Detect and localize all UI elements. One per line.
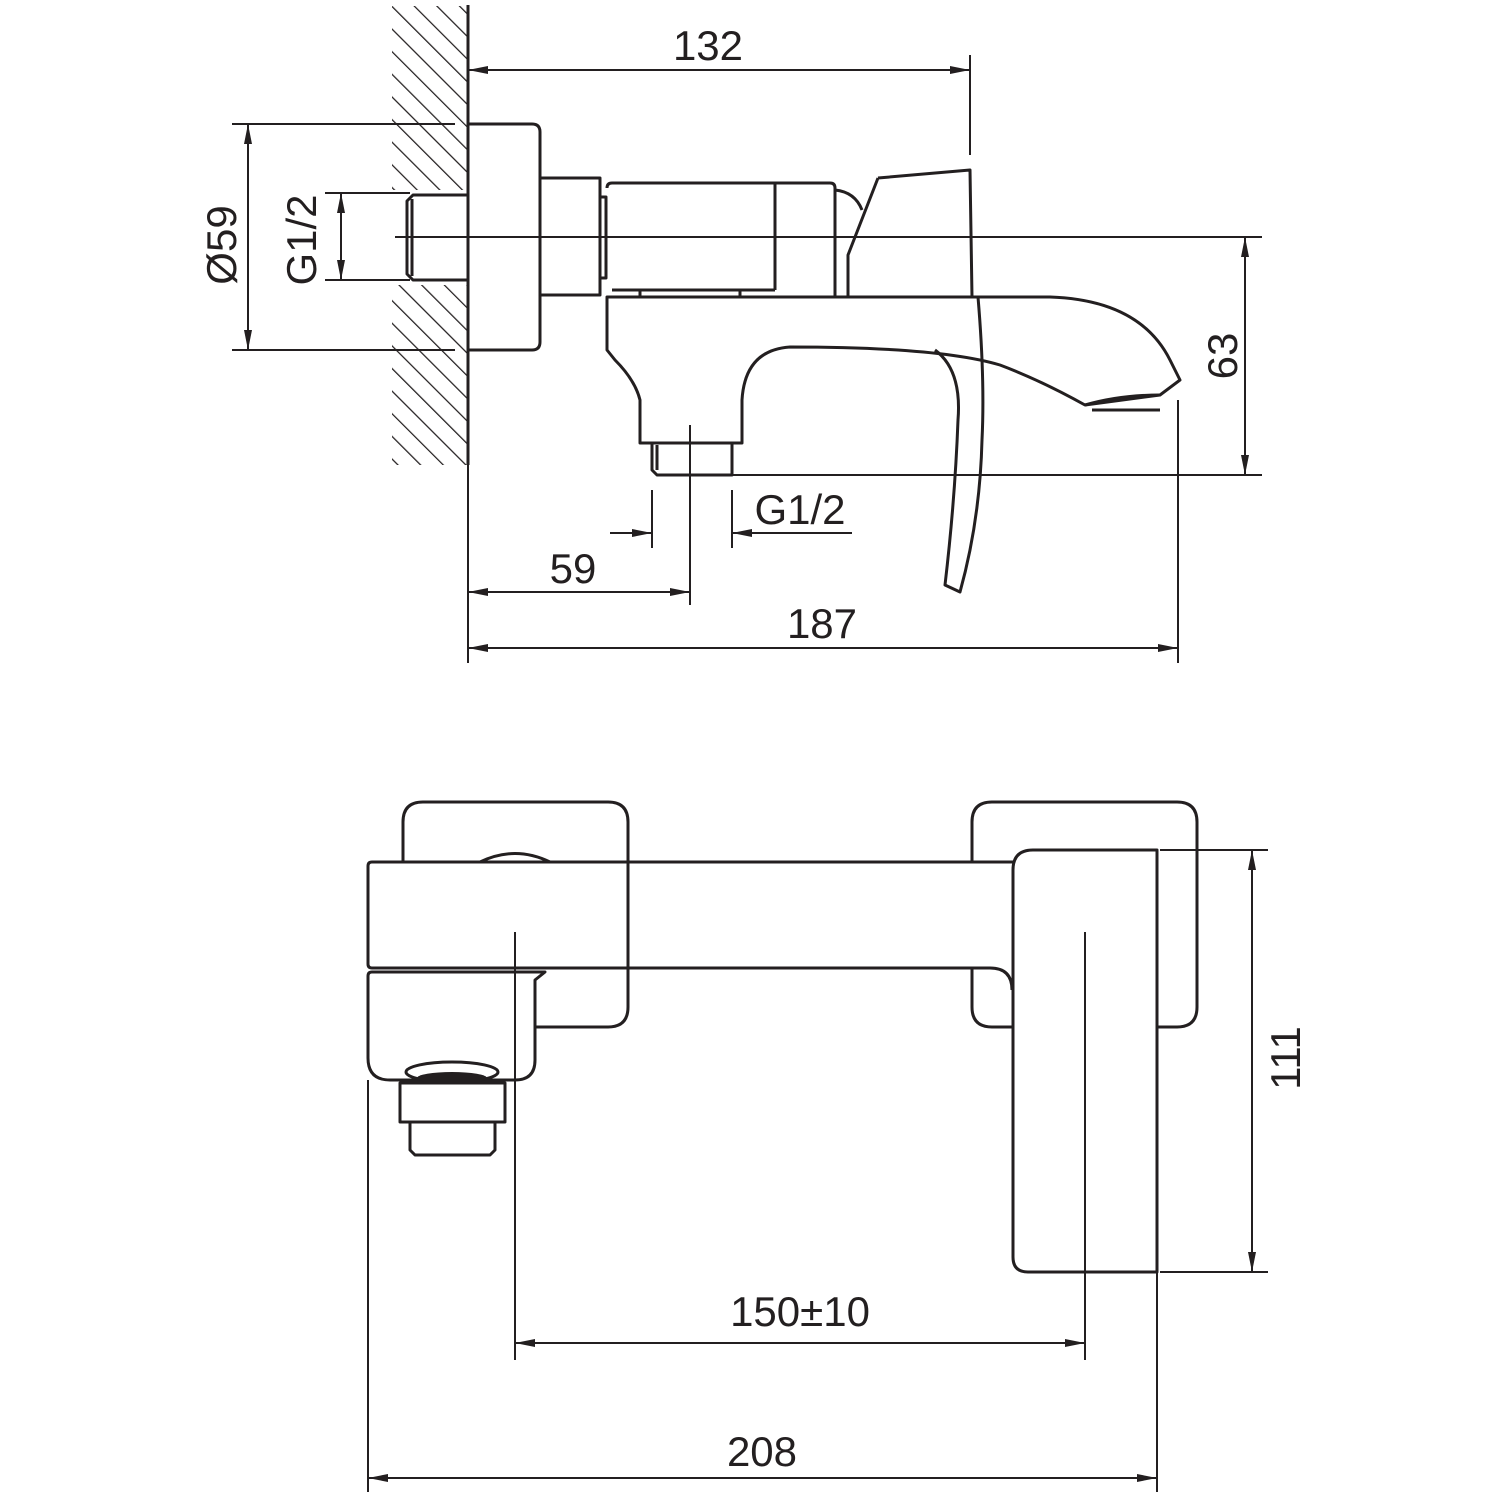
aerator-side: [1084, 393, 1161, 412]
top-view: 150±10 208 111: [366, 800, 1309, 1492]
dim-label-150: 150±10: [730, 1288, 870, 1335]
dim-label-inlet-thread: G1/2: [278, 194, 325, 285]
left-backplate: [401, 800, 630, 1029]
side-view: 132 Ø59 G1/2 63 G1/2 59 187: [198, 5, 1262, 663]
wall-hatching: [392, 5, 470, 465]
dim-label-outlet-thread: G1/2: [754, 486, 845, 533]
right-backplate: [970, 800, 1199, 1029]
body-bar: [366, 860, 1014, 991]
lever-blade: [934, 296, 985, 594]
dim-label-187: 187: [787, 600, 857, 647]
dim-label-63: 63: [1199, 333, 1246, 380]
outlet-thread: [650, 443, 734, 477]
handle-side: [834, 168, 974, 298]
dim-label-111: 111: [1262, 1026, 1309, 1090]
dim-label-59: 59: [550, 545, 597, 592]
dim-label-diameter-59: Ø59: [198, 205, 245, 284]
dim-label-132: 132: [673, 22, 743, 69]
spout-side: [605, 295, 1182, 445]
dome: [479, 852, 551, 864]
spout-box: [366, 970, 547, 1082]
dim-label-208: 208: [727, 1428, 797, 1475]
valve-body: [605, 181, 837, 297]
outlet-thread-top: [398, 1081, 507, 1124]
